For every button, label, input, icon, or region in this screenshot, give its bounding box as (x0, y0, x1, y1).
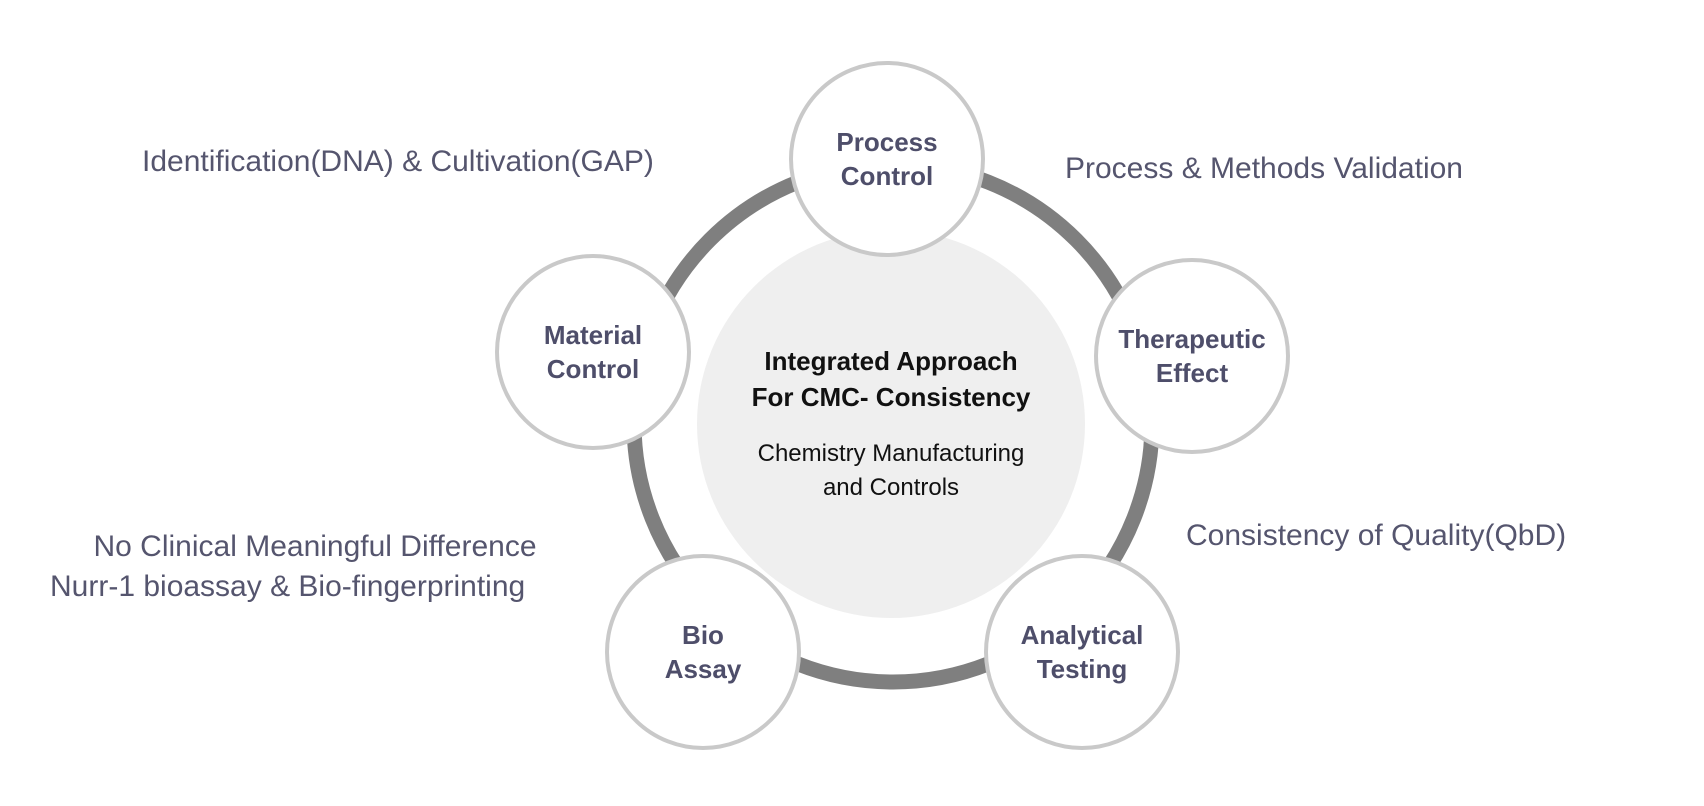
node-label: Assay (664, 654, 742, 684)
node-label: Control (546, 354, 640, 384)
center-hub: Integrated Approach For CMC- Consistency… (697, 230, 1085, 618)
annotation-right: Consistency of Quality(QbD) (1186, 519, 1567, 552)
node-label: Testing (1036, 654, 1128, 684)
annotation-bottom-left-1: No Clinical Meaningful Difference (93, 530, 537, 563)
node-process-control: Process Control (789, 61, 985, 257)
annotation-top-right: Process & Methods Validation (1065, 152, 1463, 185)
node-label: Analytical (1020, 620, 1144, 650)
center-title-2: For CMC- Consistency (751, 382, 1031, 412)
annotation-top-left: Identification(DNA) & Cultivation(GAP) (142, 145, 654, 178)
node-analytical-testing: Analytical Testing (984, 554, 1180, 750)
node-label: Bio (682, 620, 724, 650)
node-label: Material (543, 320, 643, 350)
node-label: Effect (1155, 358, 1229, 388)
node-material-control: Material Control (495, 254, 691, 450)
annotation-bottom-left-2: Nurr-1 bioassay & Bio-fingerprinting (50, 570, 526, 603)
node-label: Therapeutic (1118, 324, 1266, 354)
center-subtitle-1: Chemistry Manufacturing (757, 440, 1025, 467)
center-subtitle-2: and Controls (822, 474, 960, 501)
node-bio-assay: Bio Assay (605, 554, 801, 750)
node-label: Control (840, 161, 934, 191)
center-title-1: Integrated Approach (764, 346, 1018, 376)
node-label: Process (836, 127, 938, 157)
node-therapeutic-effect: Therapeutic Effect (1094, 258, 1290, 454)
